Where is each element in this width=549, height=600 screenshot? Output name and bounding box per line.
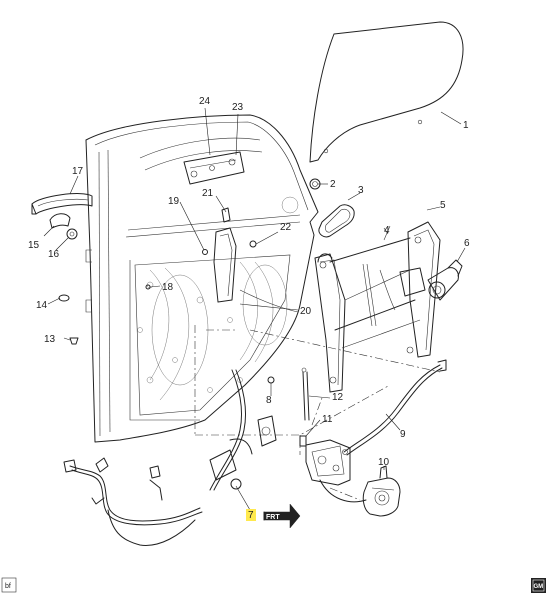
callout-16: 16 [48, 249, 60, 260]
latch-bolt [299, 435, 307, 447]
callout-13: 13 [44, 334, 56, 345]
corner-code-box: bf [1, 577, 17, 593]
door-window-glass [309, 21, 464, 163]
callout-4: 4 [384, 225, 390, 236]
latch-rod [301, 367, 310, 421]
callout-7-highlight [246, 509, 256, 521]
callout-labels: 1 2 3 4 5 6 7 8 9 10 11 12 13 14 15 16 1… [28, 96, 470, 521]
front-direction-arrow: FRT [263, 503, 301, 529]
front-direction-label: FRT [266, 514, 280, 521]
lock-actuator [319, 465, 401, 517]
callout-5: 5 [440, 200, 446, 211]
callout-1: 1 [463, 120, 469, 131]
callout-17: 17 [72, 166, 84, 177]
callout-19: 19 [168, 196, 180, 207]
callout-leaders [43, 107, 466, 511]
fastener-19 [202, 249, 208, 255]
fastener-8 [267, 376, 275, 384]
handle-cylinder [66, 228, 78, 240]
callout-9: 9 [400, 429, 406, 440]
door-latch [305, 439, 351, 486]
fastener-14 [58, 294, 70, 302]
callout-10: 10 [378, 457, 390, 468]
outside-door-handle [31, 193, 93, 215]
door-inner-panel [85, 114, 319, 443]
corner-code-label: bf [5, 583, 11, 590]
callout-22: 22 [280, 222, 292, 233]
callout-23: 23 [232, 102, 244, 113]
callout-7: 7 [248, 510, 254, 521]
callout-3: 3 [358, 185, 364, 196]
gm-logo-text: GM [534, 584, 544, 590]
window-regulator-motor [427, 259, 463, 301]
gm-logo: GM [531, 578, 546, 593]
callout-15: 15 [28, 240, 40, 251]
window-regulator [314, 221, 441, 393]
callout-8: 8 [266, 395, 272, 406]
fastener-22 [249, 240, 257, 248]
callout-2: 2 [330, 179, 336, 190]
fastener-13 [69, 337, 79, 345]
callout-6: 6 [464, 238, 470, 249]
inside-handle-bracket [213, 207, 299, 313]
assembly-guide-lines [194, 325, 441, 501]
access-hole-seal [318, 204, 355, 238]
outside-handle-bracket [183, 151, 245, 185]
callout-18: 18 [162, 282, 174, 293]
callout-11: 11 [322, 414, 333, 425]
callout-14: 14 [36, 300, 48, 311]
callout-24: 24 [199, 96, 211, 107]
callout-12: 12 [332, 392, 344, 403]
callout-21: 21 [202, 188, 214, 199]
callout-20: 20 [300, 306, 312, 317]
door-wiring-harness [63, 369, 277, 546]
handle-cap [49, 213, 71, 229]
lock-cable [343, 359, 447, 456]
